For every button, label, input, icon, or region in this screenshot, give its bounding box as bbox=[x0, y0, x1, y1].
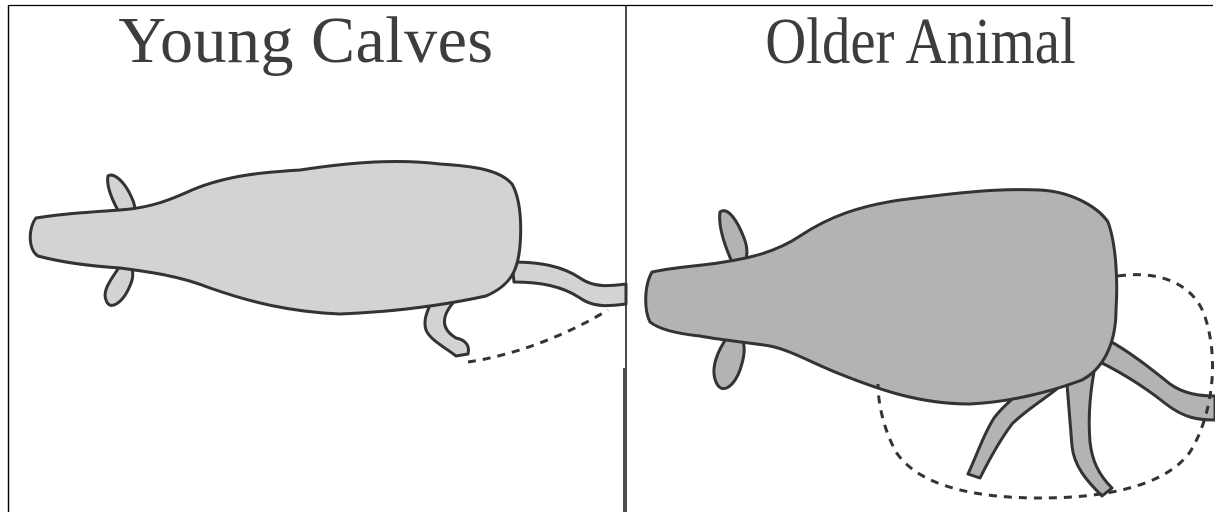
young-calf-ear-bottom bbox=[103, 264, 135, 307]
older-animal-ear-top bbox=[718, 209, 749, 266]
young-calf-figure bbox=[28, 160, 628, 364]
young-calf-tail bbox=[510, 260, 628, 308]
young-calf-movement-range bbox=[467, 308, 609, 364]
older-animal-ear-bottom bbox=[712, 334, 746, 391]
young-calf-body bbox=[28, 160, 523, 316]
young-calf-ear-top bbox=[106, 173, 137, 216]
panel-title-young-calves: Young Calves bbox=[118, 4, 494, 77]
panel-title-older-animal: Older Animal bbox=[765, 5, 1076, 78]
older-animal-front-leg bbox=[966, 374, 1060, 480]
older-animal-back-leg bbox=[1064, 370, 1114, 498]
older-animal-figure bbox=[644, 188, 1215, 500]
older-animal-body bbox=[644, 188, 1119, 406]
older-animal-tail bbox=[1098, 338, 1215, 422]
